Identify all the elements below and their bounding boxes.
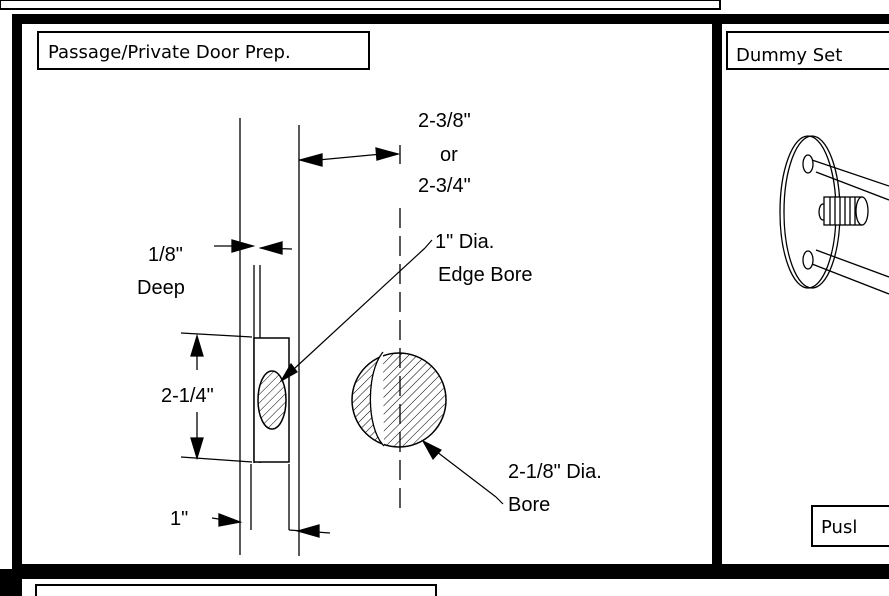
- backset-label-or: or: [440, 144, 458, 166]
- push-label-text: Pusl: [821, 517, 857, 538]
- push-label-box: Pusl: [811, 505, 889, 547]
- bore-label-2: Bore: [508, 494, 550, 516]
- depth-dimension: [214, 239, 293, 255]
- cross-bore: [351, 351, 447, 448]
- depth-label-2: Deep: [137, 277, 185, 299]
- plate-width-label: 1": [170, 508, 188, 530]
- backset-label-2: 2-3/4": [418, 175, 471, 197]
- bore-leader: [421, 439, 504, 505]
- top-title-strip: [0, 0, 721, 10]
- backset-label-1: 2-3/8": [418, 110, 471, 132]
- edge-bore-label-2: Edge Bore: [438, 264, 533, 286]
- depth-label-1: 1/8": [148, 244, 183, 266]
- plate-height-dimension: [180, 332, 253, 463]
- plate-width-dimension: [211, 464, 331, 538]
- edge-bore-label-1: 1" Dia.: [435, 231, 494, 253]
- lower-panel-title-box: [35, 584, 437, 596]
- bore-label-1: 2-1/8" Dia.: [508, 461, 602, 483]
- edge-bore: [257, 370, 287, 430]
- edge-bore-leader: [279, 239, 433, 383]
- dummy-panel-title: Dummy Set: [726, 31, 889, 70]
- dummy-title-text: Dummy Set: [736, 45, 842, 66]
- plate-height-label: 2-1/4": [161, 385, 214, 407]
- dummy-screw: [823, 196, 869, 226]
- passage-title-text: Passage/Private Door Prep.: [48, 42, 291, 63]
- backset-dimension: [297, 147, 401, 167]
- passage-panel-title: Passage/Private Door Prep.: [37, 31, 370, 70]
